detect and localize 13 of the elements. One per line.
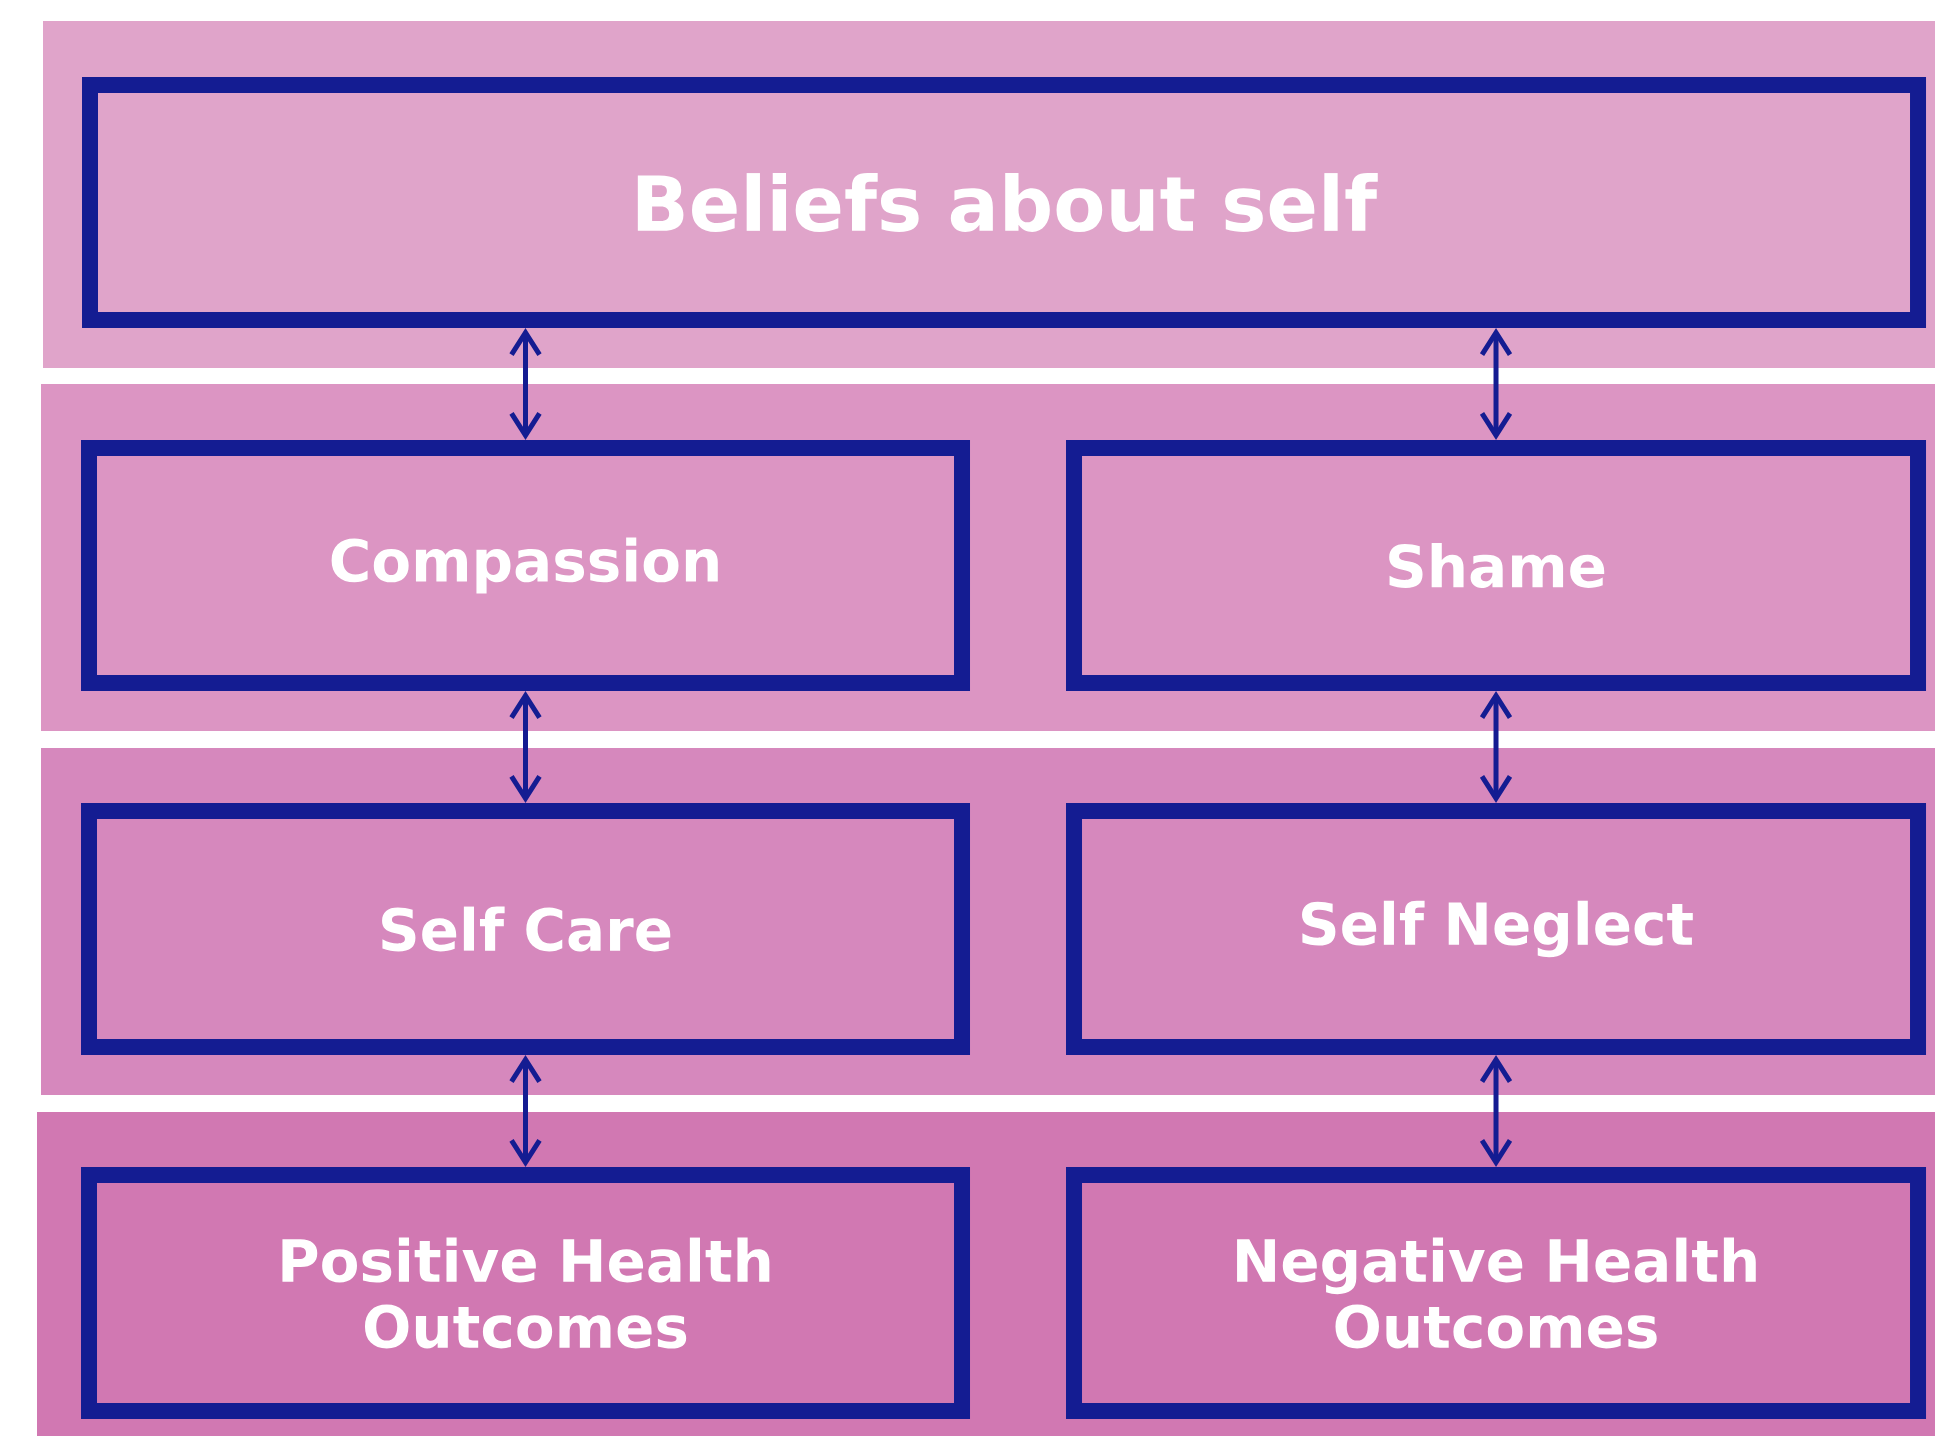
process-box: Positive Health Outcomes: [81, 1167, 970, 1419]
arrow: [1479, 691, 1513, 803]
arrow: [1479, 328, 1513, 440]
process-box: Self Care: [81, 803, 970, 1055]
process-box: Compassion: [81, 440, 970, 691]
arrow: [509, 691, 542, 803]
process-box: Beliefs about self: [82, 77, 1926, 328]
arrow: [509, 328, 542, 440]
process-box: Self Neglect: [1066, 803, 1926, 1055]
process-box: Shame: [1066, 440, 1926, 691]
arrow: [509, 1055, 542, 1167]
process-box: Negative Health Outcomes: [1066, 1167, 1926, 1419]
arrow: [1479, 1055, 1513, 1167]
